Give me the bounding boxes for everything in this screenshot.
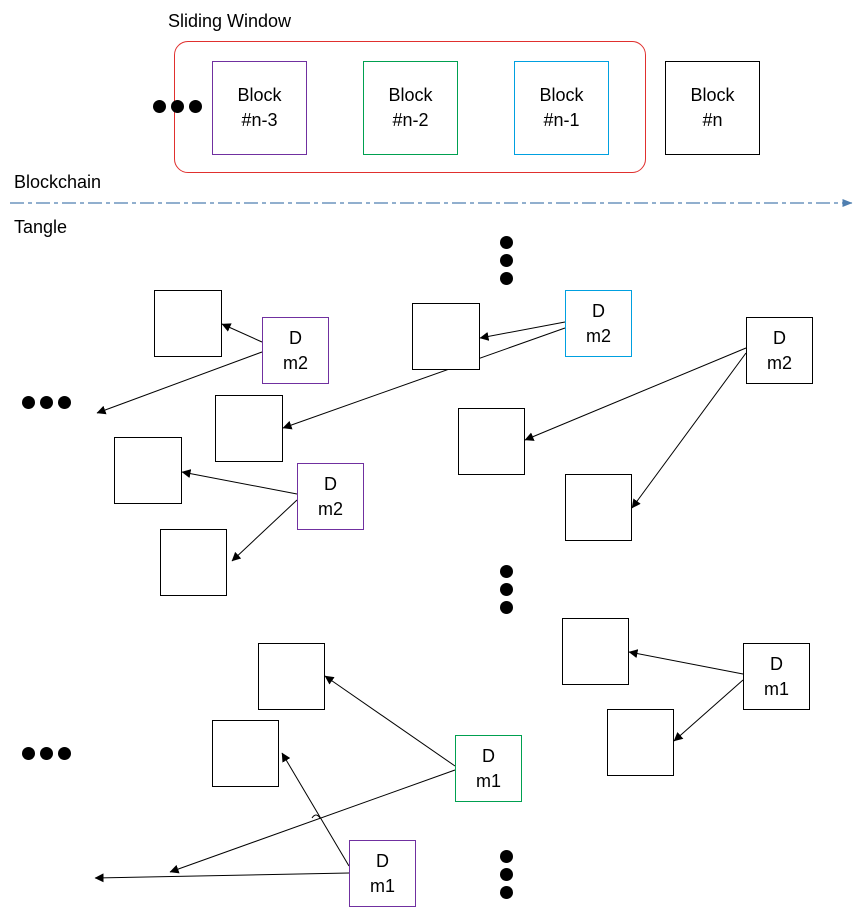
edge-arrow [281,752,350,867]
edge-arrow [524,347,747,441]
node-m-label: m1 [763,678,789,699]
node-m-label: m2 [282,352,308,373]
node-d-label: D [376,850,389,871]
tangle-node-m1: D m1 [455,735,522,802]
tangle-tx-box [607,709,674,776]
tangle-tx-box [458,408,525,475]
ellipsis-dots-vertical [500,850,514,900]
tangle-label: Tangle [14,217,68,237]
block-number: #n-3 [241,110,278,130]
node-d-label: D [482,745,495,766]
tangle-node-m2: D m2 [746,317,813,384]
block-n-1: Block #n-1 [514,61,609,155]
tangle-tx-box [114,437,182,504]
block-label: Block [539,85,584,105]
tangle-tx-box [212,720,279,787]
node-m-label: m1 [369,875,395,896]
tangle-tx-box [154,290,222,357]
block-number: #n [702,110,723,130]
tangle-tx-box [215,395,283,462]
node-d-label: D [592,300,605,321]
tangle-node-m1: D m1 [349,840,416,907]
tangle-tx-box [562,618,629,685]
blockchain-label: Blockchain [14,172,102,192]
ellipsis-dots-vertical [500,236,514,286]
tangle-tx-box [258,643,325,710]
block-n-3: Block #n-3 [212,61,307,155]
block-n: Block #n [665,61,760,155]
tangle-tx-box [565,474,632,541]
block-label: Block [237,85,282,105]
tangle-node-m2: D m2 [297,463,364,530]
edge-arrow [231,499,298,562]
edge-arrow [479,321,566,341]
edge-arrow [324,675,456,767]
tangle-node-m1: D m1 [743,643,810,710]
ellipsis-dots-horizontal [22,396,72,410]
edge-arrow [221,323,263,343]
block-label: Block [690,85,735,105]
ellipsis-dots-horizontal [22,747,72,761]
tangle-node-m2: D m2 [262,317,329,384]
node-m-label: m2 [766,352,792,373]
edge-arrow [631,352,747,509]
edge-arrow [96,351,263,415]
edge-arrow [282,327,566,430]
node-d-label: D [773,327,786,348]
block-label: Block [388,85,433,105]
node-d-label: D [324,473,337,494]
ellipsis-dots-vertical [500,565,514,615]
edge-arrow [94,872,350,883]
tangle-tx-box [412,303,480,370]
edge-arrow [181,469,298,495]
node-m-label: m2 [585,325,611,346]
tangle-node-m2: D m2 [565,290,632,357]
line-hop [311,814,321,819]
edge-arrow [628,649,744,675]
edge-arrow [673,679,744,742]
sliding-window-label: Sliding Window [168,11,292,31]
block-number: #n-2 [392,110,429,130]
ellipsis-dots-horizontal [153,100,203,114]
block-n-2: Block #n-2 [363,61,458,155]
edge-arrow [169,769,456,874]
node-d-label: D [770,653,783,674]
tangle-tx-box [160,529,227,596]
node-m-label: m2 [317,498,343,519]
node-m-label: m1 [475,770,501,791]
block-number: #n-1 [543,110,580,130]
node-d-label: D [289,327,302,348]
